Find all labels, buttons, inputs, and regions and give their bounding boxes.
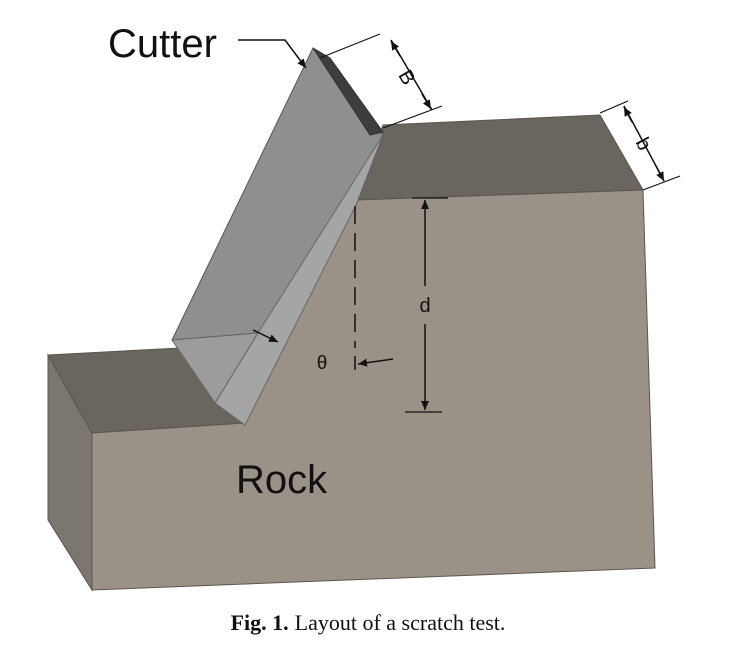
scratch-test-diagram: B b d θ Cutter Rock	[47, 22, 681, 592]
cutter-width-dimension	[319, 33, 443, 129]
groove-width-dimension	[599, 100, 681, 191]
rake-angle-marker	[252, 206, 394, 370]
groove-width-label: b	[631, 134, 656, 154]
rake-angle-label: θ	[317, 353, 328, 374]
figure-caption: Fig. 1.Layout of a scratch test.	[0, 610, 736, 636]
cutter-cutting-face	[171, 332, 259, 404]
cutter-top-opening	[312, 47, 384, 136]
cutter-label: Cutter	[108, 22, 217, 66]
cutter-leader-line	[238, 39, 307, 69]
cutter-width-label: B	[394, 66, 420, 89]
cut-depth-dimension	[405, 197, 448, 413]
cutter-tool	[171, 47, 384, 426]
rock-upper-top-face	[354, 114, 644, 201]
figure-number: Fig. 1.	[230, 610, 289, 635]
rock-label: Rock	[236, 458, 328, 502]
rock-block	[47, 114, 656, 592]
cut-depth-label: d	[419, 295, 430, 317]
figure-caption-text: Layout of a scratch test.	[294, 610, 506, 635]
